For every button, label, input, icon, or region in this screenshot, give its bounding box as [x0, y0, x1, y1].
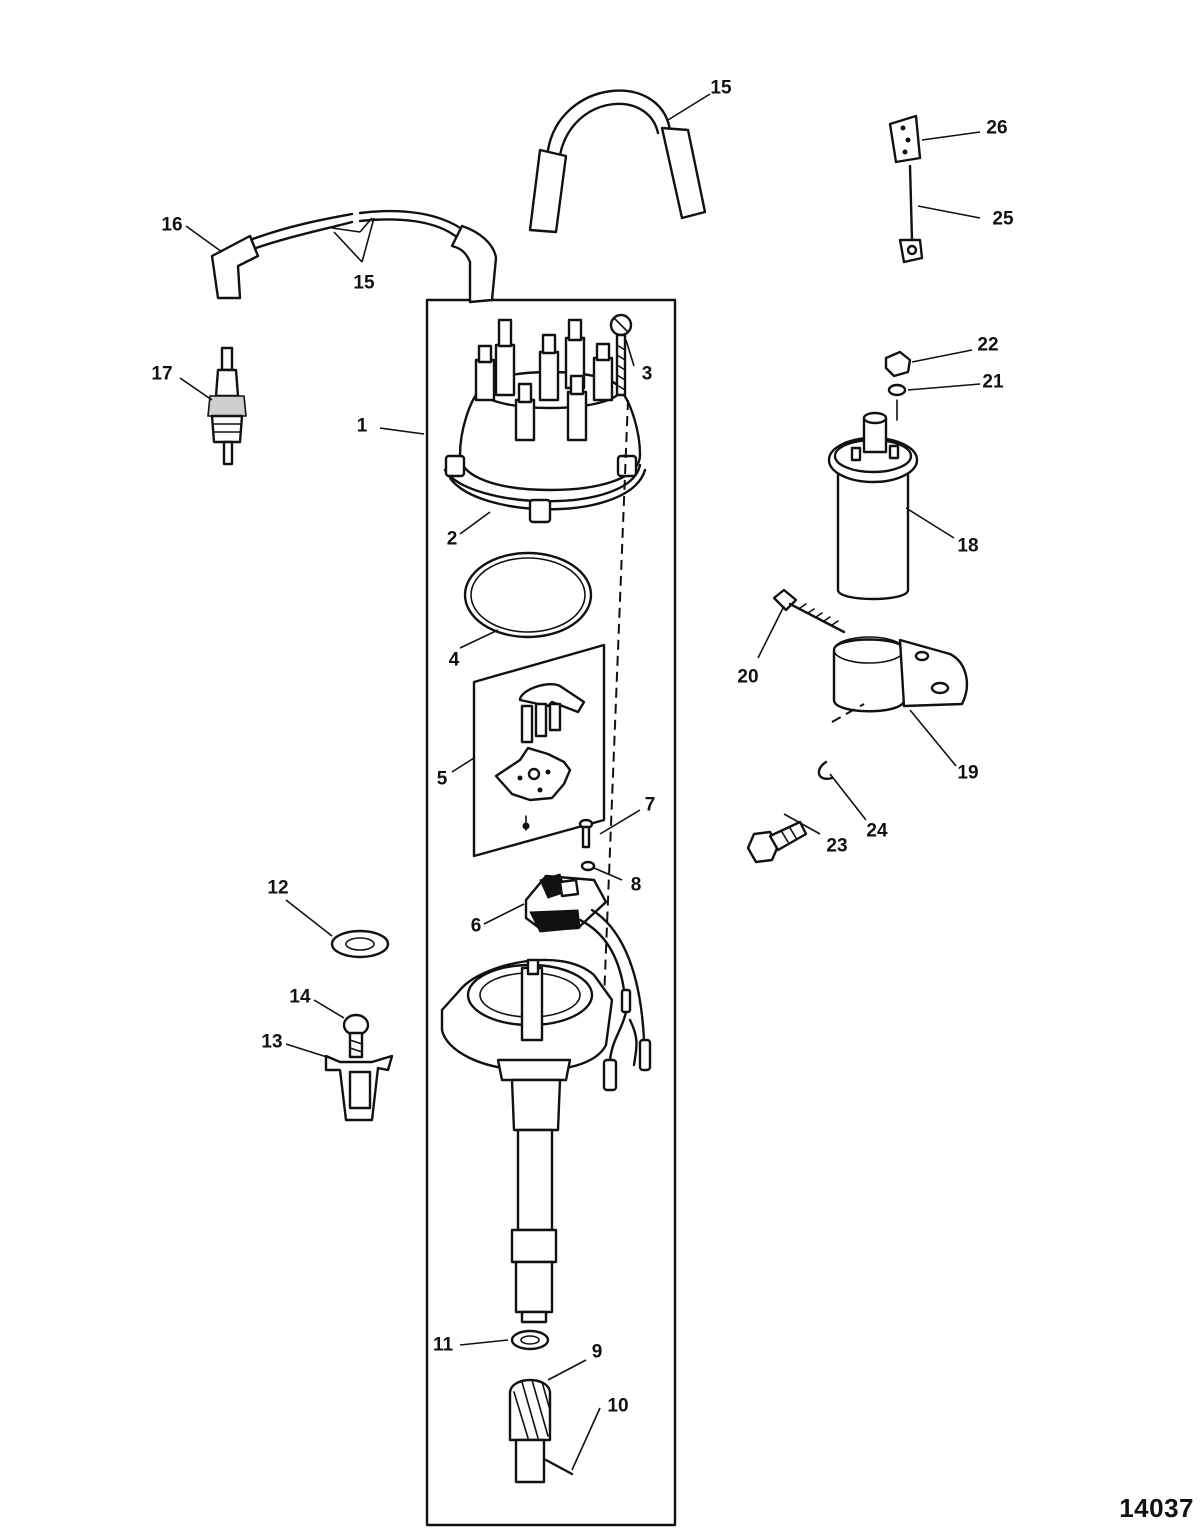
callout-21: 21 [982, 371, 1004, 393]
callout-9: 9 [591, 1341, 603, 1363]
callout-10: 10 [607, 1395, 629, 1417]
coil-bracket [832, 636, 969, 713]
callout-2: 2 [446, 528, 458, 550]
o-ring [463, 551, 593, 639]
callout-20: 20 [737, 666, 759, 688]
callout-18: 18 [957, 535, 979, 557]
spark-plug-wire-arch [528, 89, 707, 234]
lock-washer [887, 383, 907, 397]
rotor-kit [472, 643, 606, 858]
leader-lines [179, 93, 981, 1471]
callout-11: 11 [432, 1334, 454, 1356]
ignition-module [524, 873, 652, 1092]
drive-gear [508, 1378, 552, 1484]
callout-7: 7 [644, 794, 656, 816]
terminal-bracket [888, 114, 922, 164]
callout-3: 3 [641, 363, 653, 385]
callout-6: 6 [470, 915, 482, 937]
figure-number: 14037 [1119, 1493, 1194, 1523]
hold-down-bolt [342, 1013, 370, 1059]
callout-19: 19 [957, 762, 979, 784]
resistor-wire [898, 164, 924, 264]
callout-4: 4 [448, 649, 460, 671]
alignment-line-bracket [831, 703, 865, 723]
callout-25: 25 [992, 208, 1014, 230]
distributor-cap [443, 318, 647, 524]
callout-24: 24 [866, 820, 888, 842]
washer-12 [330, 929, 390, 959]
callout-5: 5 [436, 768, 448, 790]
callout-16: 16 [161, 214, 183, 236]
hold-down-clamp [324, 1054, 394, 1122]
distributor-assembly-frame [425, 298, 677, 1527]
cap-hold-down-screw [609, 313, 633, 397]
module-screw [578, 818, 594, 849]
spark-plug-wire-left [210, 209, 498, 304]
callout-26: 26 [986, 117, 1008, 139]
spark-plug [207, 346, 247, 466]
distributor-housing [440, 958, 614, 1324]
callout-23: 23 [826, 835, 848, 857]
nut [884, 350, 912, 378]
callout-22: 22 [977, 334, 999, 356]
bracket-lockwasher [817, 760, 834, 780]
drive-gear-pin [544, 1458, 574, 1476]
module-washer [580, 860, 596, 872]
thrust-washer [510, 1329, 550, 1351]
callout-17: 17 [151, 363, 173, 385]
bracket-bolt [746, 820, 808, 864]
coil-bolt [772, 588, 846, 634]
ignition-coil [827, 411, 919, 601]
callout-15-arch: 15 [710, 77, 732, 99]
callout-12: 12 [267, 877, 289, 899]
alignment-line-cap [603, 399, 629, 1001]
callout-1: 1 [356, 415, 368, 437]
callout-15-left: 15 [353, 272, 375, 294]
callout-8: 8 [630, 874, 642, 896]
callout-14: 14 [289, 986, 311, 1008]
callout-13: 13 [261, 1031, 283, 1053]
